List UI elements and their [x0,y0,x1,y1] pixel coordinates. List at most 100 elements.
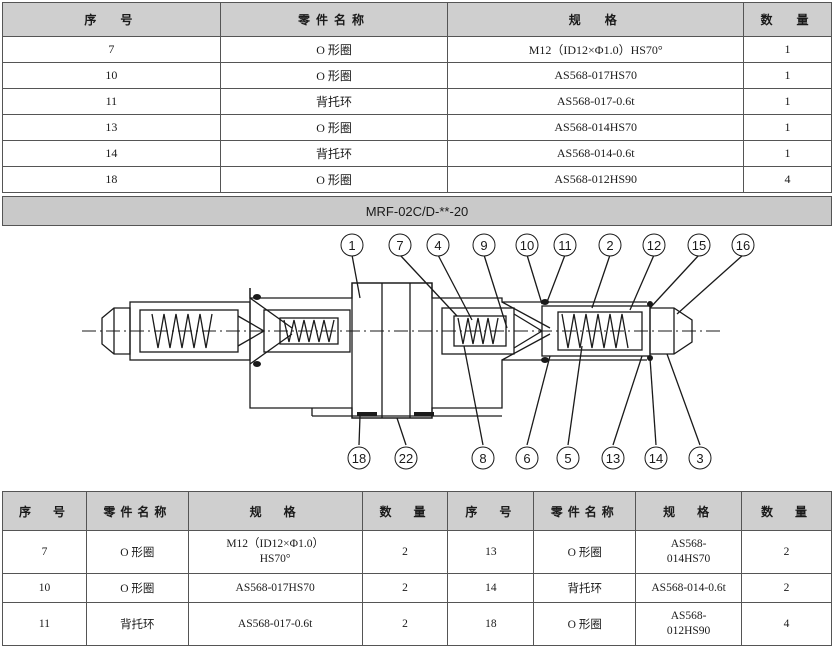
table-row: 7 O 形圈 M12（ID12×Φ1.0）HS70° 2 13 O 形圈 AS5… [2,530,832,574]
cell-seq: 10 [2,62,221,89]
header-qty: 数 量 [743,2,832,37]
cell-seq: 18 [447,602,535,646]
cell-spec: AS568-017HS70 [187,573,363,603]
cell-seq: 14 [2,140,221,167]
cell-spec: AS568-014HS70 [635,530,743,574]
callout-18: 18 [347,446,371,470]
callout-16: 16 [731,233,755,257]
callout-6: 6 [515,446,539,470]
table-row: 11 背托环 AS568-017-0.6t 1 [2,88,832,115]
cell-part-name: O 形圈 [85,530,189,574]
cell-part-name: O 形圈 [219,114,449,141]
callout-10: 10 [515,233,539,257]
svg-text:1: 1 [348,238,355,253]
cell-part-name: O 形圈 [533,602,637,646]
cell-spec: AS568-017-0.6t [447,88,745,115]
table-header-row: 序 号 零件名称 规 格 数 量 序 号 零件名称 规 格 数 量 [2,491,832,531]
cell-part-name: 背托环 [85,602,189,646]
cell-qty: 2 [741,530,832,574]
table-row: 11 背托环 AS568-017-0.6t 2 18 O 形圈 AS568-01… [2,602,832,646]
cell-part-name: 背托环 [219,88,449,115]
svg-text:15: 15 [692,238,706,253]
cell-part-name: 背托环 [219,140,449,167]
svg-text:12: 12 [647,238,661,253]
cell-seq: 7 [2,530,87,574]
table-header-row: 序 号 零件名称 规 格 数 量 [2,2,832,37]
cell-spec: M12（ID12×Φ1.0）HS70° [447,36,745,63]
svg-text:8: 8 [479,451,486,466]
cell-seq: 11 [2,88,221,115]
svg-text:13: 13 [606,451,620,466]
svg-text:11: 11 [558,238,572,253]
header-spec: 规 格 [447,2,745,37]
svg-text:3: 3 [696,451,703,466]
cell-qty: 1 [743,62,832,89]
cell-qty: 1 [743,36,832,63]
table-row: 10 O 形圈 AS568-017HS70 2 14 背托环 AS568-014… [2,573,832,603]
cell-part-name: O 形圈 [219,166,449,193]
header-qty: 数 量 [361,491,449,531]
header-part-name: 零件名称 [533,491,637,531]
callout-4: 4 [426,233,450,257]
parts-table-bottom: 序 号 零件名称 规 格 数 量 序 号 零件名称 规 格 数 量 7 O 形圈… [2,491,832,646]
callout-14: 14 [644,446,668,470]
svg-text:18: 18 [352,451,366,466]
cell-qty: 2 [361,530,449,574]
callout-2: 2 [598,233,622,257]
cell-spec: AS568-012HS90 [635,602,743,646]
cell-qty: 2 [741,573,832,603]
header-seq: 序 号 [447,491,535,531]
cell-spec: AS568-014HS70 [447,114,745,141]
svg-text:5: 5 [564,451,571,466]
cell-seq: 7 [2,36,221,63]
cell-seq: 18 [2,166,221,193]
svg-text:22: 22 [399,451,413,466]
svg-text:14: 14 [649,451,663,466]
cell-part-name: O 形圈 [219,62,449,89]
callout-15: 15 [687,233,711,257]
svg-text:10: 10 [520,238,534,253]
cell-spec: AS568-014-0.6t [635,573,743,603]
callout-22: 22 [394,446,418,470]
cell-qty: 1 [743,114,832,141]
callout-3: 3 [688,446,712,470]
cell-qty: 1 [743,88,832,115]
svg-text:2: 2 [606,238,613,253]
header-part-name: 零件名称 [85,491,189,531]
cell-part-name: O 形圈 [85,573,189,603]
cell-seq: 11 [2,602,87,646]
callout-12: 12 [642,233,666,257]
table-row: 10 O 形圈 AS568-017HS70 1 [2,62,832,89]
cell-spec: AS568-017-0.6t [187,602,363,646]
header-qty: 数 量 [741,491,832,531]
cell-spec: AS568-014-0.6t [447,140,745,167]
table-row: 14 背托环 AS568-014-0.6t 1 [2,140,832,167]
callout-11: 11 [553,233,577,257]
table-row: 13 O 形圈 AS568-014HS70 1 [2,114,832,141]
callout-5: 5 [556,446,580,470]
table-row: 18 O 形圈 AS568-012HS90 4 [2,166,832,193]
cell-part-name: 背托环 [533,573,637,603]
cell-qty: 2 [361,573,449,603]
svg-text:7: 7 [396,238,403,253]
svg-text:6: 6 [523,451,530,466]
model-banner: MRF-02C/D-**-20 [2,196,832,226]
callout-9: 9 [472,233,496,257]
header-seq: 序 号 [2,491,87,531]
cell-seq: 13 [447,530,535,574]
cell-spec: AS568-012HS90 [447,166,745,193]
cell-seq: 10 [2,573,87,603]
header-spec: 规 格 [187,491,363,531]
cell-part-name: O 形圈 [533,530,637,574]
callout-7: 7 [388,233,412,257]
header-seq: 序 号 [2,2,221,37]
cell-seq: 14 [447,573,535,603]
cell-spec: AS568-017HS70 [447,62,745,89]
callout-13: 13 [601,446,625,470]
cell-seq: 13 [2,114,221,141]
cell-part-name: O 形圈 [219,36,449,63]
callout-1: 1 [340,233,364,257]
cell-qty: 4 [741,602,832,646]
cell-qty: 2 [361,602,449,646]
callout-8: 8 [471,446,495,470]
